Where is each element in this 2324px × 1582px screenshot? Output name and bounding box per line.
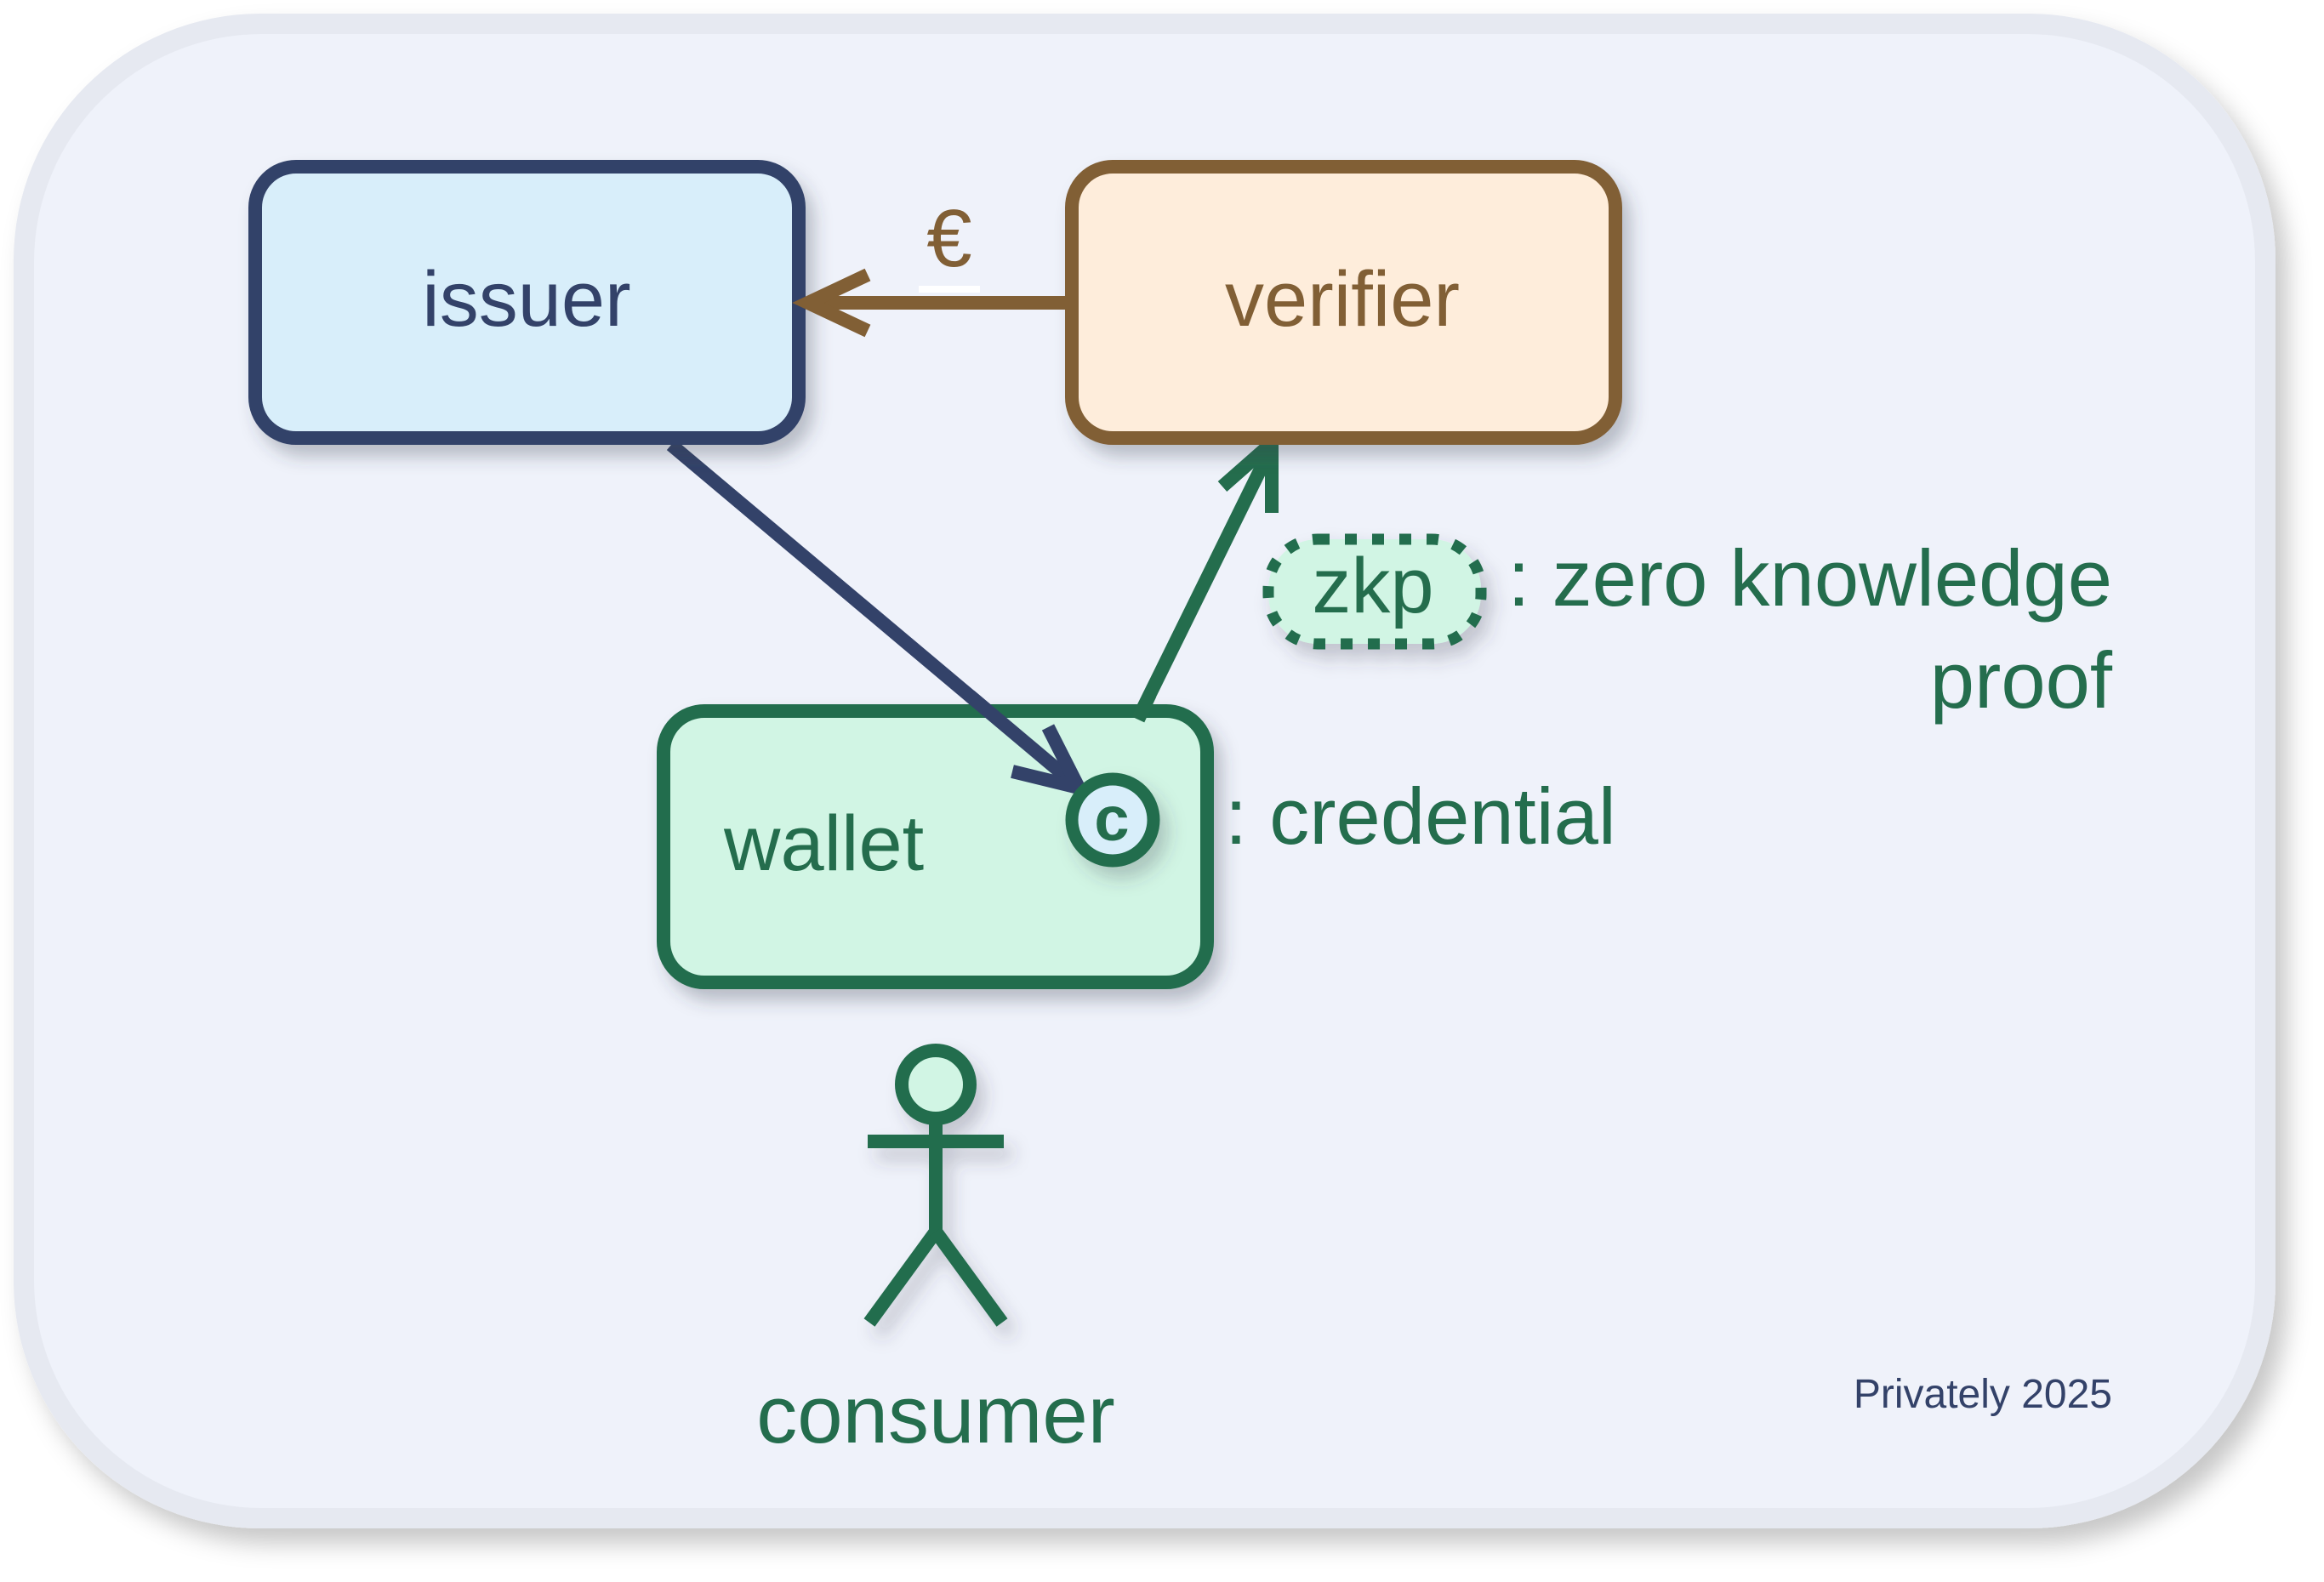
wallet-label: wallet [723, 800, 924, 887]
verifier-box[interactable] [1065, 160, 1622, 445]
zkp-badge-box [1262, 533, 1487, 650]
edge-verifier-to-issuer: € [792, 193, 1068, 338]
verifier-label: verifier [1225, 256, 1460, 343]
node-verifier[interactable]: verifier [1065, 160, 1622, 445]
consumer-left-leg [863, 1227, 942, 1327]
consumer-actor-icon[interactable] [863, 1044, 1008, 1327]
edge-wallet-to-verifier-base [1131, 691, 1157, 723]
zkp-legend-line1: : zero knowledge [1507, 533, 2112, 623]
zkp-legend-line2: proof [1930, 635, 2113, 725]
consumer-right-leg [930, 1227, 1008, 1327]
issuer-label: issuer [422, 256, 630, 343]
footer-credit: Privately 2025 [1854, 1372, 2112, 1417]
credential-legend-text: : credential [1225, 771, 1616, 861]
edge-issuer-to-credential-line-overlay [965, 690, 1082, 792]
credential-symbol: c [1094, 783, 1129, 854]
consumer-label: consumer [756, 1369, 1115, 1460]
zkp-badge: zkp [1262, 533, 1487, 650]
edge-verifier-to-issuer-arrowhead [792, 268, 871, 338]
edge-wallet-to-verifier-line [1136, 443, 1279, 711]
credential-circle[interactable] [1065, 772, 1160, 868]
consumer-head [895, 1044, 977, 1125]
euro-label: € [926, 193, 971, 284]
node-issuer[interactable]: issuer [248, 160, 806, 445]
credential-badge[interactable]: c [1065, 772, 1160, 868]
euro-label-underline [919, 286, 980, 293]
zkp-badge-label: zkp [1312, 543, 1433, 629]
